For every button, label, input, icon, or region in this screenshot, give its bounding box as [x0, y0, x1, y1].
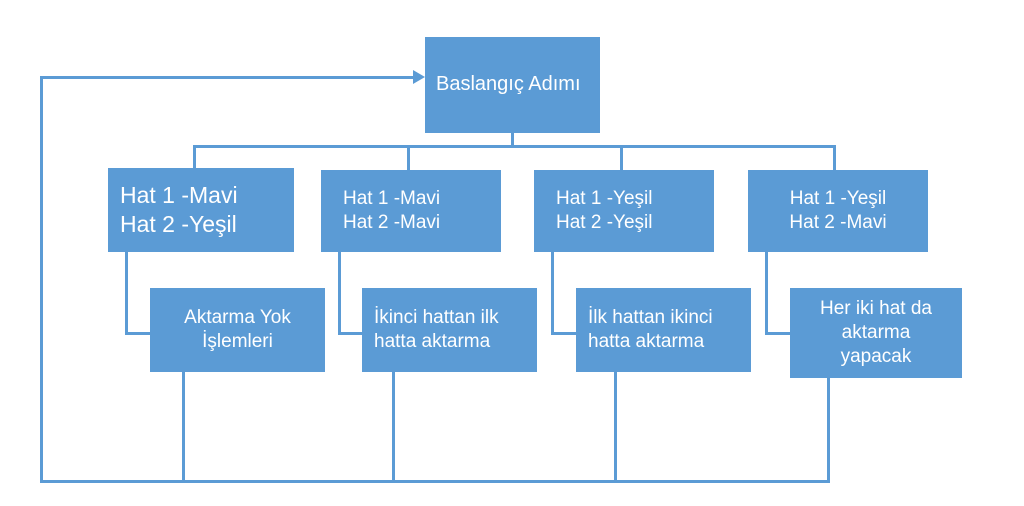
- node-branch-3-label: Hat 1 -Yeşil Hat 2 -Yeşil: [556, 187, 653, 233]
- connector-branch1-right: [125, 332, 152, 335]
- connector-start-down-stub: [511, 133, 514, 146]
- node-result-4[interactable]: Her iki hat da aktarma yapacak: [790, 288, 962, 378]
- connector-branch4-down: [765, 252, 768, 334]
- connector-stub-branch1: [193, 145, 196, 169]
- node-branch-2[interactable]: Hat 1 -Mavi Hat 2 -Mavi: [321, 170, 501, 252]
- node-result-3-label: İlk hattan ikinci hatta aktarma: [588, 306, 713, 352]
- connector-stub-branch4: [833, 145, 836, 171]
- node-start[interactable]: Baslangıç Adımı: [425, 37, 600, 133]
- connector-feedback-top: [40, 76, 415, 79]
- node-branch-1[interactable]: Hat 1 -Mavi Hat 2 -Yeşil: [108, 168, 294, 252]
- node-result-2-label: İkinci hattan ilk hatta aktarma: [374, 306, 499, 352]
- connector-stub-branch3: [620, 145, 623, 171]
- node-branch-2-label: Hat 1 -Mavi Hat 2 -Mavi: [343, 187, 441, 233]
- connector-result4-down: [827, 378, 830, 483]
- connector-distribution-bar: [193, 145, 836, 148]
- node-branch-3[interactable]: Hat 1 -Yeşil Hat 2 -Yeşil: [534, 170, 714, 252]
- node-result-1[interactable]: Aktarma Yok İşlemleri: [150, 288, 325, 372]
- node-result-2[interactable]: İkinci hattan ilk hatta aktarma: [362, 288, 537, 372]
- connector-branch3-down: [551, 252, 554, 334]
- connector-stub-branch2: [407, 145, 410, 171]
- connector-feedback-left: [40, 76, 43, 483]
- node-branch-4[interactable]: Hat 1 -Yeşil Hat 2 -Mavi: [748, 170, 928, 252]
- arrow-head-to-start: [413, 70, 425, 84]
- connector-branch3-right: [551, 332, 578, 335]
- connector-branch1-down: [125, 252, 128, 334]
- node-result-1-label: Aktarma Yok İşlemleri: [184, 306, 291, 352]
- connector-feedback-bottom: [40, 480, 830, 483]
- connector-branch4-right: [765, 332, 792, 335]
- node-branch-4-label: Hat 1 -Yeşil Hat 2 -Mavi: [789, 187, 887, 233]
- connector-branch2-right: [338, 332, 364, 335]
- connector-branch2-down: [338, 252, 341, 334]
- node-result-3[interactable]: İlk hattan ikinci hatta aktarma: [576, 288, 751, 372]
- node-start-label: Baslangıç Adımı: [436, 73, 581, 96]
- connector-result2-down: [392, 372, 395, 483]
- connector-result3-down: [614, 372, 617, 483]
- node-result-4-label: Her iki hat da aktarma yapacak: [820, 297, 932, 368]
- node-branch-1-label: Hat 1 -Mavi Hat 2 -Yeşil: [120, 181, 238, 237]
- connector-result1-down: [182, 372, 185, 483]
